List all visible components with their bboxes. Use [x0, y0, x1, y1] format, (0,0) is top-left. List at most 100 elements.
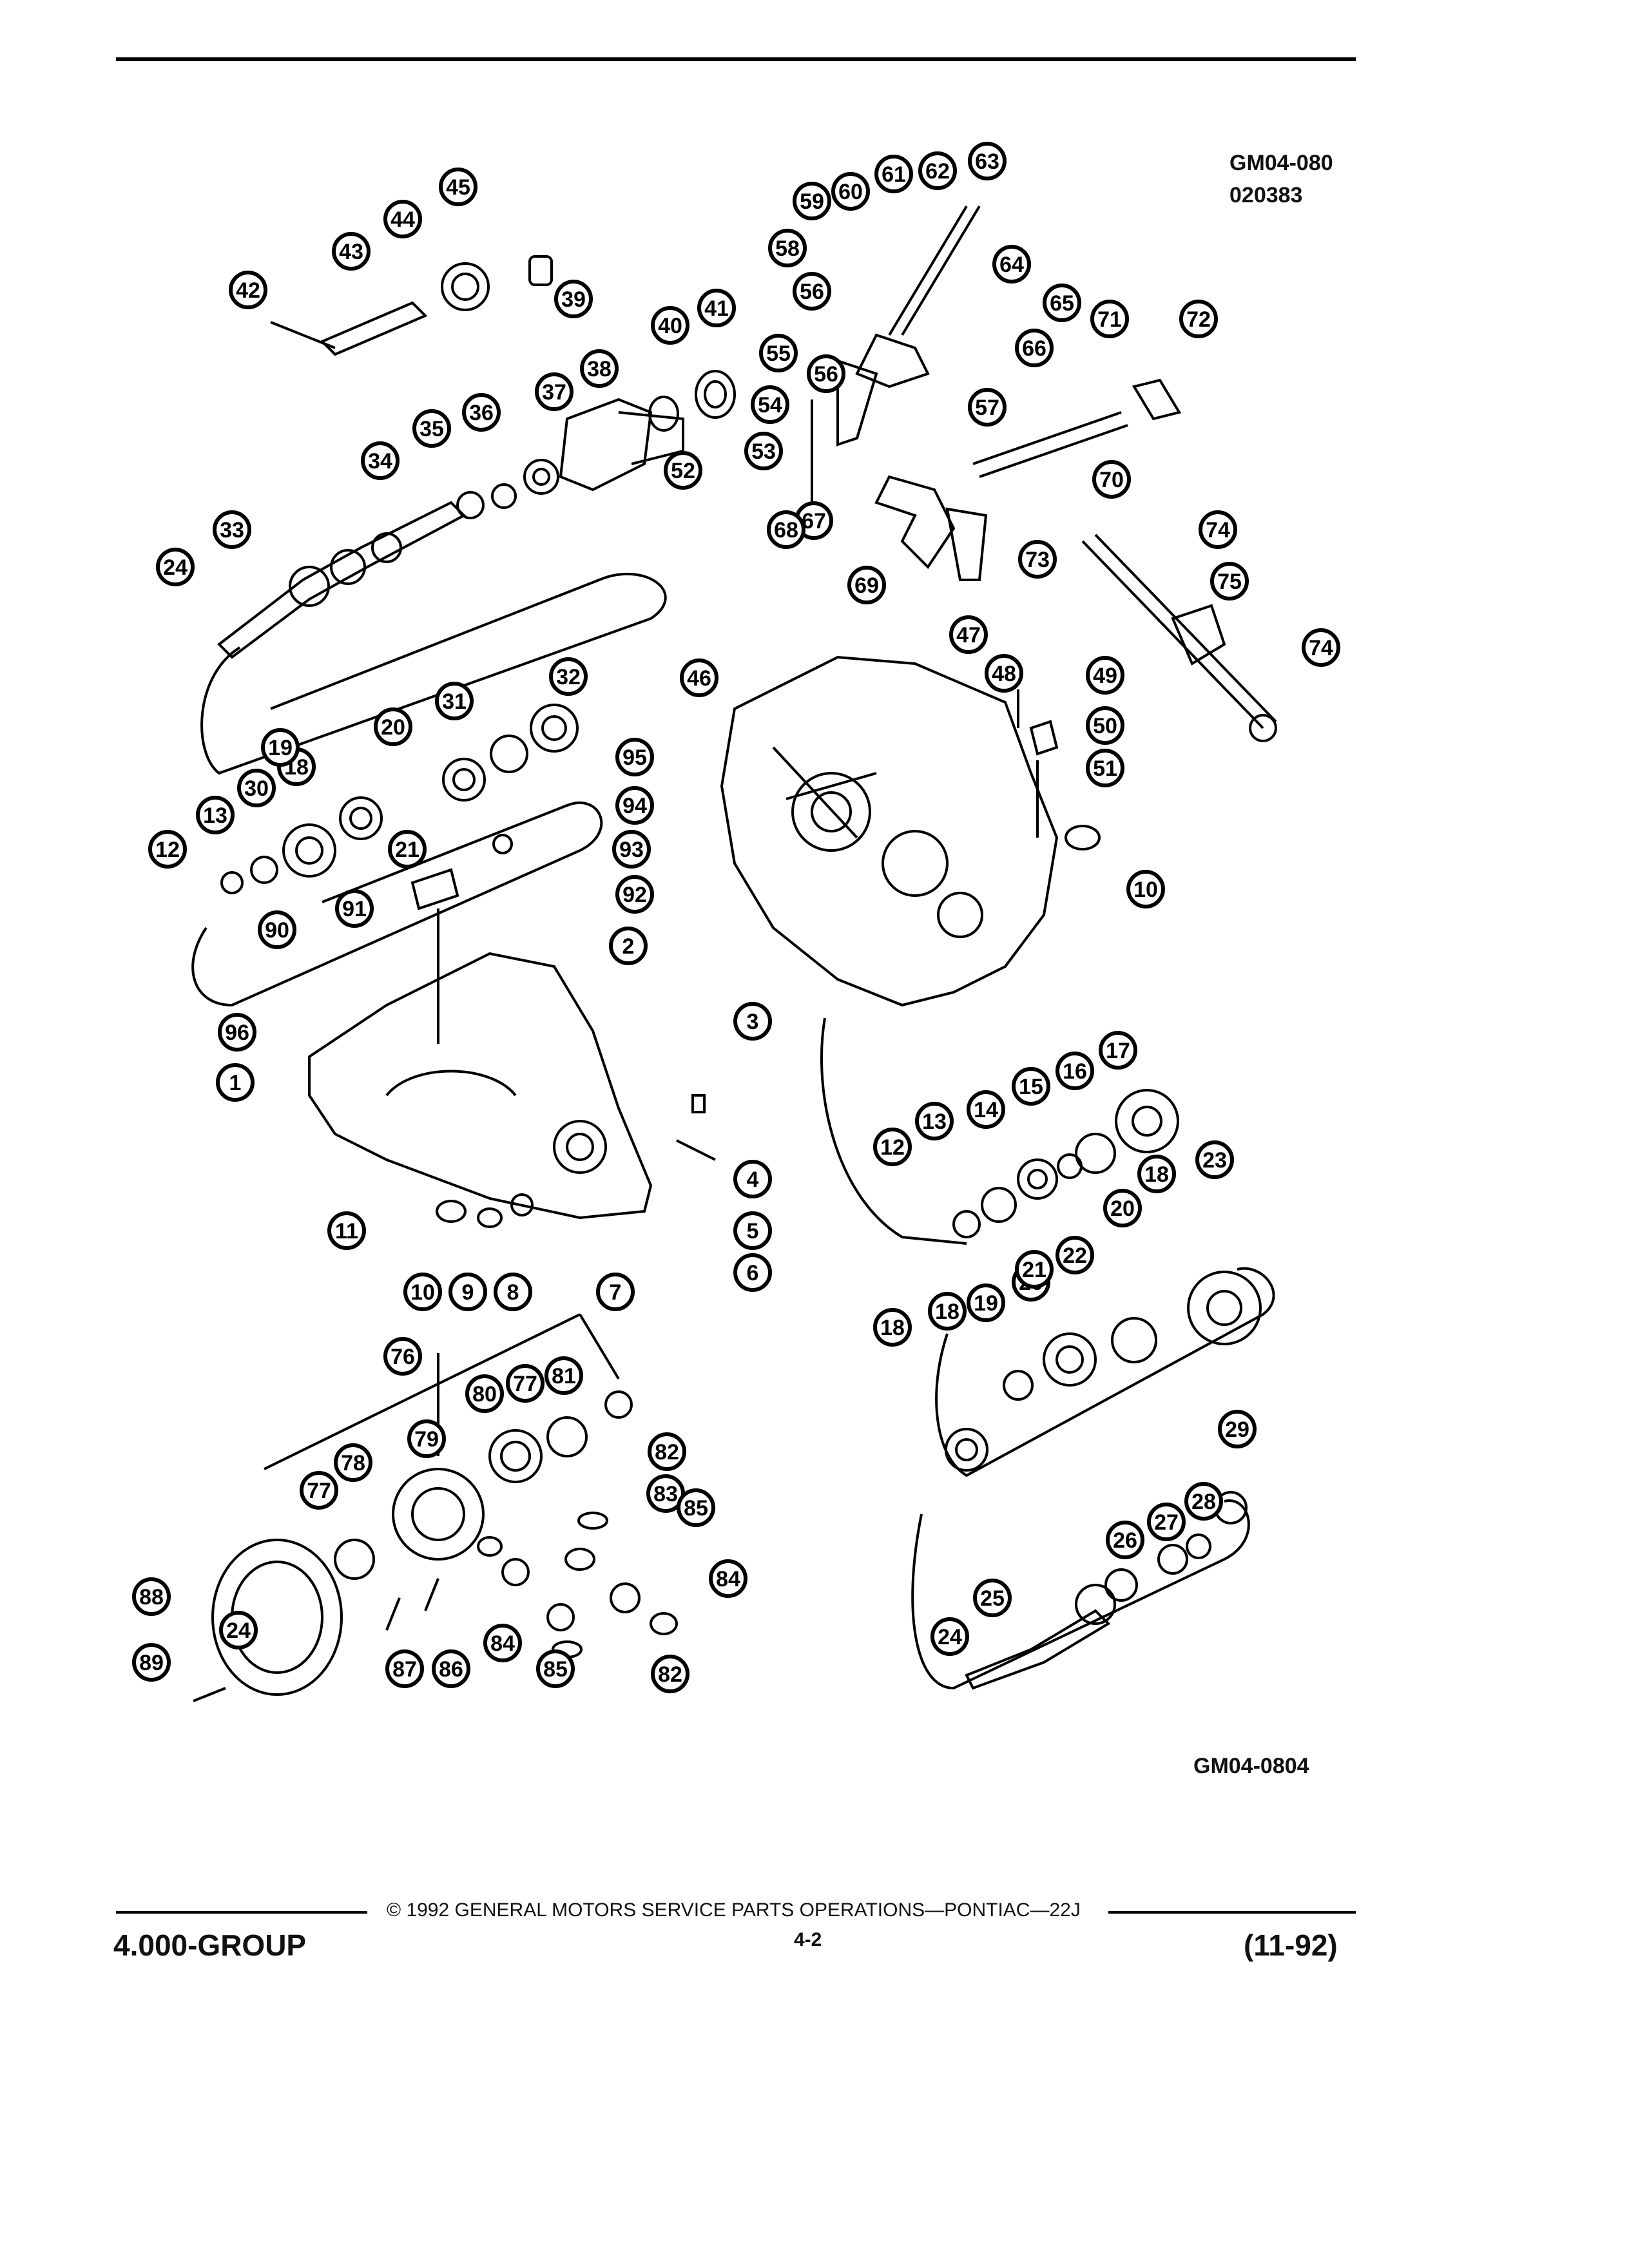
part-drawings	[191, 205, 1277, 1702]
callout-83: 83	[646, 1474, 685, 1513]
callout-number: 20	[381, 715, 405, 740]
callout-12: 12	[148, 830, 187, 869]
callout-number: 82	[658, 1662, 682, 1687]
callout-61: 61	[874, 155, 913, 193]
callout-number: 3	[747, 1010, 759, 1034]
callout-number: 71	[1097, 307, 1122, 332]
callout-74: 74	[1302, 628, 1340, 667]
callout-number: 53	[751, 439, 776, 464]
callout-73: 73	[1018, 540, 1057, 579]
callout-14: 14	[967, 1090, 1005, 1129]
callout-26: 26	[1106, 1521, 1144, 1559]
callout-number: 82	[655, 1440, 679, 1465]
callout-24: 24	[219, 1611, 258, 1649]
callout-19: 19	[261, 728, 300, 767]
callout-number: 24	[163, 555, 188, 580]
callout-31: 31	[435, 682, 474, 720]
callout-92: 92	[615, 875, 654, 914]
callout-number: 59	[800, 189, 824, 214]
callout-88: 88	[132, 1577, 171, 1616]
callout-number: 78	[341, 1451, 365, 1475]
callout-number: 64	[999, 253, 1024, 277]
callout-number: 35	[419, 417, 444, 441]
callout-number: 19	[268, 736, 293, 760]
callout-number: 29	[1225, 1418, 1249, 1442]
callout-number: 26	[1113, 1528, 1137, 1553]
callout-29: 29	[1218, 1410, 1257, 1448]
callout-number: 12	[880, 1135, 905, 1160]
callout-42: 42	[229, 271, 267, 309]
callout-number: 27	[1154, 1510, 1179, 1535]
callout-85: 85	[536, 1649, 575, 1688]
callout-33: 33	[213, 510, 251, 549]
callout-86: 86	[432, 1649, 470, 1688]
footer-copyright: © 1992 GENERAL MOTORS SERVICE PARTS OPER…	[387, 1899, 1081, 1921]
callout-number: 43	[339, 240, 363, 264]
callout-78: 78	[334, 1443, 372, 1482]
callout-75: 75	[1210, 562, 1249, 601]
callout-number: 14	[974, 1098, 998, 1122]
callout-90: 90	[258, 910, 296, 949]
callout-19: 19	[967, 1283, 1005, 1322]
callout-number: 18	[880, 1316, 905, 1340]
callout-38: 38	[580, 349, 619, 388]
callout-number: 30	[244, 776, 269, 801]
callout-number: 84	[716, 1567, 740, 1591]
figure-code-bottom: GM04-0804	[1193, 1754, 1309, 1778]
callout-21: 21	[388, 830, 427, 869]
callout-84: 84	[709, 1559, 747, 1598]
callout-18: 18	[873, 1308, 912, 1347]
callout-number: 1	[229, 1071, 242, 1095]
callout-number: 73	[1025, 548, 1050, 572]
callout-number: 50	[1093, 714, 1117, 738]
callout-64: 64	[992, 245, 1031, 284]
callout-number: 12	[155, 838, 180, 862]
callout-48: 48	[985, 654, 1023, 693]
callout-number: 57	[975, 396, 999, 420]
callout-number: 15	[1019, 1075, 1043, 1099]
callout-77: 77	[506, 1364, 545, 1403]
callout-95: 95	[615, 738, 654, 776]
callout-number: 77	[307, 1479, 331, 1503]
callout-number: 13	[203, 803, 227, 828]
callout-number: 47	[956, 623, 981, 648]
callout-94: 94	[615, 786, 654, 825]
callout-number: 37	[542, 380, 566, 405]
callout-77: 77	[300, 1471, 338, 1510]
callout-number: 13	[922, 1110, 947, 1134]
callout-10: 10	[1126, 870, 1165, 908]
callout-number: 93	[619, 838, 644, 862]
callout-65: 65	[1043, 284, 1081, 322]
callout-59: 59	[793, 182, 831, 220]
callout-number: 61	[882, 162, 906, 187]
callout-number: 83	[653, 1482, 678, 1506]
footer-revision-date: (11-92)	[1244, 1928, 1338, 1962]
callout-number: 89	[139, 1651, 164, 1675]
callout-number: 24	[226, 1619, 251, 1643]
callout-36: 36	[462, 393, 501, 432]
callout-85: 85	[677, 1488, 715, 1527]
callout-number: 10	[1133, 878, 1158, 902]
callout-number: 31	[442, 689, 467, 714]
callout-number: 17	[1106, 1039, 1130, 1063]
callout-number: 22	[1063, 1244, 1087, 1268]
callout-15: 15	[1012, 1067, 1050, 1106]
callout-number: 60	[838, 180, 863, 204]
callout-number: 68	[774, 518, 798, 543]
callout-5: 5	[733, 1211, 772, 1250]
callout-80: 80	[465, 1374, 504, 1413]
callout-51: 51	[1086, 749, 1124, 787]
callout-34: 34	[361, 441, 400, 480]
callout-number: 16	[1063, 1059, 1087, 1084]
callout-number: 46	[687, 666, 711, 691]
callout-number: 4	[747, 1168, 759, 1192]
callout-24: 24	[156, 548, 195, 586]
callout-55: 55	[759, 334, 798, 372]
callout-number: 77	[513, 1372, 537, 1396]
callout-1: 1	[216, 1063, 255, 1102]
callout-number: 41	[704, 296, 729, 321]
callout-number: 34	[368, 449, 392, 474]
callout-number: 24	[938, 1625, 962, 1649]
callout-82: 82	[651, 1655, 689, 1693]
